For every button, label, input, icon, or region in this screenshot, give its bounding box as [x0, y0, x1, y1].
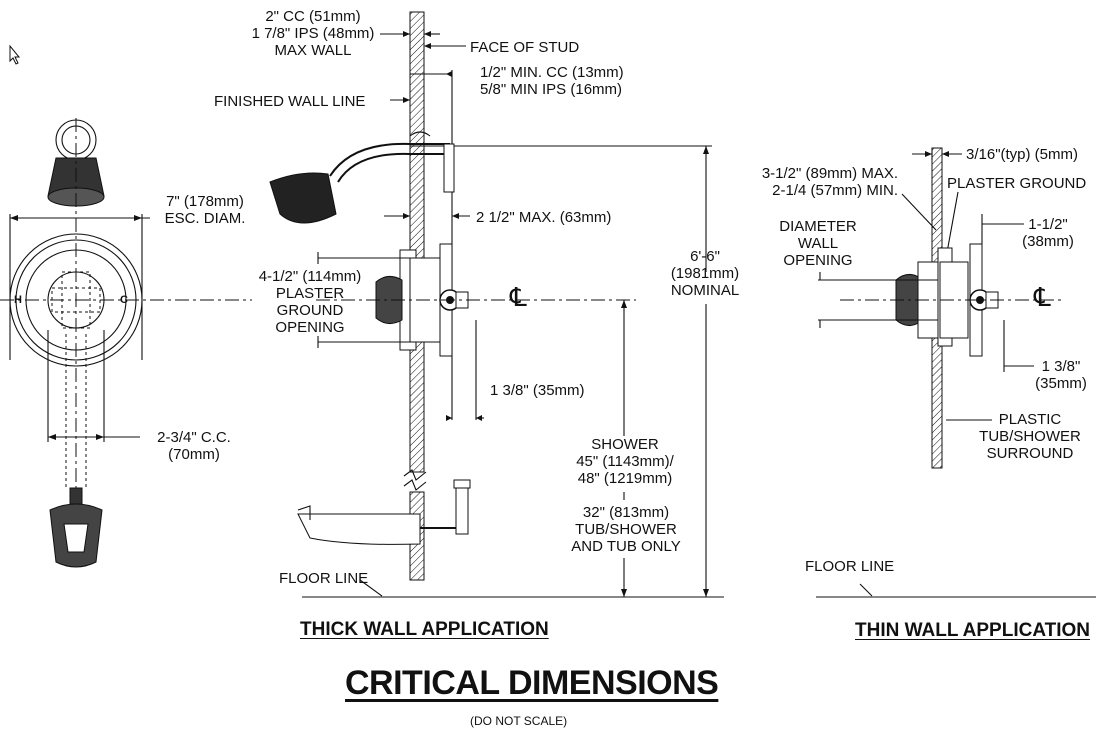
thin-35-value: 1 3/8" [1041, 358, 1081, 375]
hot-handle-marker: H [14, 294, 22, 306]
diameter-wall-opening: DIAMETER WALL OPENING [766, 218, 870, 269]
finished-wall-line-label: FINISHED WALL LINE [214, 93, 366, 110]
shower-label: SHOWER [591, 436, 659, 453]
shower-value-1: 45" (1143mm)/ [576, 453, 674, 470]
thin-35-metric: (35mm) [1035, 375, 1087, 392]
thin-wall-view [816, 147, 1096, 598]
cc-70-value: 2-3/4" C.C. [157, 429, 231, 446]
thin-35-dimension: 1 3/8" (35mm) [1030, 358, 1092, 392]
diameter-label-2: WALL [797, 235, 839, 252]
height-metric: (1981mm) [670, 265, 740, 282]
plastic-surround-label: PLASTIC TUB/SHOWER SURROUND [968, 411, 1092, 462]
max-63-label: 2 1/2" MAX. (63mm) [476, 209, 612, 226]
tub-value: 32" (813mm) [582, 504, 670, 521]
thin-wall-opening-range: 3-1/2" (89mm) MAX. 2-1/4 (57mm) MIN. [726, 165, 898, 199]
thin-max-label: 3-1/2" (89mm) MAX. [761, 165, 898, 182]
dim-35-thick-label: 1 3/8" (35mm) [490, 382, 585, 399]
thin-38-metric: (38mm) [1022, 233, 1074, 250]
thin-min-label: 2-1/4 (57mm) MIN. [772, 182, 898, 199]
thin-38-dimension: 1-1/2" (38mm) [1016, 216, 1080, 250]
thin-wall-title: THIN WALL APPLICATION [855, 620, 1091, 641]
thick-wall-title: THICK WALL APPLICATION [300, 619, 549, 640]
cc-70-metric: (70mm) [168, 446, 220, 463]
thin-38-value: 1-1/2" [1028, 216, 1068, 233]
floor-line-thin-label: FLOOR LINE [805, 558, 895, 575]
plaster-ground-label: PLASTER GROUND [947, 175, 1087, 192]
height-nominal: NOMINAL [670, 282, 740, 299]
max-wall-dimension: 2" CC (51mm) 1 7/8" IPS (48mm) MAX WALL [238, 8, 388, 59]
plaster-value: 4-1/2" (114mm) [258, 268, 362, 285]
plaster-label-3: OPENING [275, 319, 345, 336]
tub-label-1: TUB/SHOWER [575, 521, 677, 538]
plaster-label-1: PLASTER [275, 285, 345, 302]
main-title: CRITICAL DIMENSIONS [345, 664, 719, 702]
plastic-label-2: TUB/SHOWER [979, 428, 1081, 445]
dim-2cc-label: 2" CC (51mm) [265, 8, 361, 25]
dim-max-wall-label: MAX WALL [274, 42, 352, 59]
height-value: 6'-6" [690, 248, 720, 265]
subtitle: (DO NOT SCALE) [470, 714, 568, 728]
tub-label-2: AND TUB ONLY [571, 538, 681, 555]
esc-diam-value: 7" (178mm) [166, 193, 244, 210]
shower-height-dimension: SHOWER 45" (1143mm)/ 48" (1219mm) [560, 436, 690, 487]
cc-70-dimension: 2-3/4" C.C. (70mm) [144, 429, 244, 463]
min-ips-label: 5/8" MIN IPS (16mm) [480, 81, 623, 98]
esc-diam-label: ESC. DIAM. [164, 210, 246, 227]
front-view [0, 118, 252, 568]
height-dimension: 6'-6" (1981mm) NOMINAL [660, 248, 750, 299]
centerline-right-symbol: ℄ [1034, 283, 1051, 313]
shower-value-2: 48" (1219mm) [577, 470, 673, 487]
plaster-ground-opening-dimension: 4-1/2" (114mm) PLASTER GROUND OPENING [240, 268, 380, 336]
plastic-label-3: SURROUND [986, 445, 1074, 462]
min-cc-label: 1/2" MIN. CC (13mm) [480, 64, 624, 81]
face-of-stud-label: FACE OF STUD [470, 39, 580, 56]
thick-wall-view [269, 11, 724, 598]
diameter-label-1: DIAMETER [779, 218, 857, 235]
dim-ips-label: 1 7/8" IPS (48mm) [251, 25, 375, 42]
diameter-label-3: OPENING [783, 252, 853, 269]
floor-line-thick-label: FLOOR LINE [279, 570, 369, 587]
cold-handle-marker: C [120, 294, 128, 306]
esc-diam-dimension: 7" (178mm) ESC. DIAM. [150, 193, 260, 227]
centerline-left-symbol: ℄ [510, 283, 527, 313]
thin-typ-label: 3/16"(typ) (5mm) [966, 146, 1079, 163]
plastic-label-1: PLASTIC [998, 411, 1062, 428]
plaster-label-2: GROUND [276, 302, 344, 319]
cursor-icon [9, 44, 21, 65]
tub-height-dimension: 32" (813mm) TUB/SHOWER AND TUB ONLY [556, 504, 696, 555]
